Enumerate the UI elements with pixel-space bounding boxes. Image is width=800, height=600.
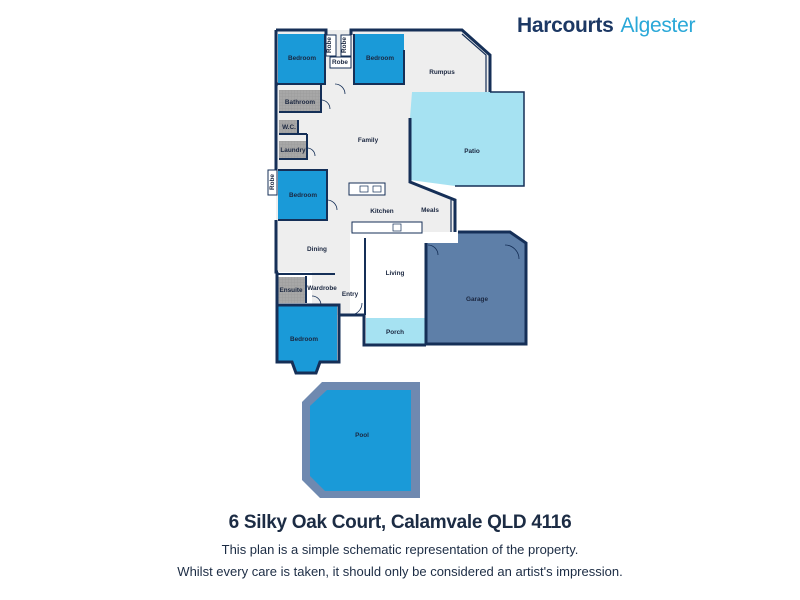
disclaimer-line-2: Whilst every care is taken, it should on…: [177, 564, 623, 579]
robe-4-area: [267, 169, 278, 196]
kitchen-bench: [351, 221, 423, 234]
label-living: Living: [386, 270, 405, 277]
pool-water: [310, 390, 411, 491]
patio-outline: [455, 91, 525, 187]
label-bedroom-2: Bedroom: [366, 55, 394, 62]
label-wc: W.C.: [282, 124, 296, 131]
property-address: 6 Silky Oak Court, Calamvale QLD 4116: [228, 512, 572, 533]
label-bedroom-4: Bedroom: [290, 336, 318, 343]
label-family: Family: [358, 137, 379, 144]
robe-2-area: [340, 34, 352, 57]
label-wardrobe: Wardrobe: [307, 285, 337, 292]
ensuite-area: [278, 277, 306, 303]
label-entry: Entry: [342, 291, 359, 298]
bedroom-4-area: [278, 306, 337, 373]
bedroom-2-area: [354, 34, 404, 84]
label-robe-1: Robe: [326, 37, 333, 53]
laundry-area: [279, 141, 307, 159]
door-swings: [306, 83, 520, 316]
harcourts-logo: Harcourts Algester: [517, 14, 695, 38]
label-meals: Meals: [421, 207, 439, 214]
label-robe-3: Robe: [332, 59, 348, 66]
label-ensuite: Ensuite: [279, 287, 303, 294]
label-patio: Patio: [464, 148, 480, 155]
bedroom-3-area: [278, 170, 327, 220]
label-robe-4: Robe: [269, 174, 276, 190]
walls: [274, 28, 528, 375]
label-robe-2: Robe: [341, 37, 348, 53]
logo-branch: Algester: [620, 14, 696, 37]
label-bedroom-3: Bedroom: [289, 192, 317, 199]
label-rumpus: Rumpus: [429, 69, 455, 76]
wc-area: [279, 120, 298, 134]
label-pool: Pool: [355, 432, 369, 439]
sink-icon: [372, 185, 382, 193]
bay-windows: [450, 33, 487, 232]
label-garage: Garage: [466, 296, 488, 303]
interior-walls: [278, 34, 405, 315]
bedroom-1-area: [278, 34, 325, 84]
label-kitchen: Kitchen: [370, 208, 394, 215]
label-porch: Porch: [386, 329, 404, 336]
room-labels: Bedroom Bedroom Robe Robe Robe Rumpus Ba…: [269, 37, 488, 439]
garage-area: [426, 232, 526, 344]
logo-brand: Harcourts: [517, 14, 614, 37]
label-dining: Dining: [307, 246, 327, 253]
porch-area: [366, 318, 426, 345]
label-laundry: Laundry: [280, 147, 306, 154]
disclaimer-line-1: This plan is a simple schematic represen…: [221, 542, 579, 557]
bench-sink-icon: [392, 223, 402, 232]
cooktop-icon: [359, 185, 369, 193]
patio-area: [410, 92, 524, 186]
kitchen-island: [348, 182, 386, 196]
label-bedroom-1: Bedroom: [288, 55, 316, 62]
bathroom-area: [279, 90, 321, 112]
robe-3-area: [329, 56, 352, 69]
label-bathroom: Bathroom: [285, 99, 315, 106]
